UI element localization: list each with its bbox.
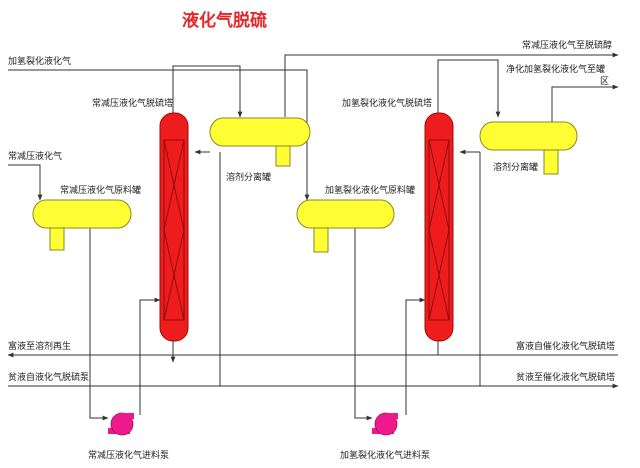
pipe-tower2-overhead xyxy=(437,59,501,118)
pipe-hc-lpg-inlet xyxy=(8,69,310,201)
label-sep2: 溶剂分离罐 xyxy=(493,161,538,173)
pipe-av-lpg-inlet xyxy=(8,164,43,201)
label-feed1: 常减压液化气原料罐 xyxy=(60,184,141,196)
pipe-feed1-to-pump1 xyxy=(89,228,109,421)
label-rich-to-regen: 富液至溶剂再生 xyxy=(8,340,71,352)
label-purified-out-2: 区 xyxy=(600,76,609,87)
label-rich-from-fcc: 富液自催化液化气脱硫塔 xyxy=(516,340,615,352)
pipe-sep2-overhead xyxy=(551,84,619,122)
label-av-lpg-inlet: 常减压液化气 xyxy=(8,150,62,162)
label-av-to-sweetening: 常减压液化气至脱硫醇 xyxy=(522,39,612,51)
feed-vessel-2 xyxy=(296,199,395,253)
label-pump2: 加氢裂化液化气进料泵 xyxy=(340,449,430,461)
label-pump1: 常减压液化气进料泵 xyxy=(88,449,169,461)
pipe-tower1-overhead xyxy=(172,65,243,118)
label-lean-to-fcc: 贫液至催化液化气脱硫塔 xyxy=(516,371,615,383)
desulfurization-tower-1 xyxy=(159,112,189,342)
solvent-separator-2 xyxy=(479,121,578,175)
feed-pump-2 xyxy=(372,412,398,436)
diagram-title: 液化气脱硫 xyxy=(182,10,267,31)
pipe-pump2-to-tower2 xyxy=(405,297,426,415)
label-tower2: 加氢裂化液化气脱硫塔 xyxy=(342,97,432,109)
solvent-separator-1 xyxy=(209,117,311,167)
feed-vessel-1 xyxy=(32,199,132,251)
pipe-pump1-to-tower1 xyxy=(139,297,161,415)
feed-pump-1 xyxy=(108,412,134,436)
label-purified-out-1: 净化加氢裂化液化气至罐 xyxy=(506,63,605,75)
label-lean-from-pump: 贫液自液化气脱硫泵 xyxy=(8,371,89,383)
label-feed2: 加氢裂化液化气原料罐 xyxy=(325,184,415,196)
label-tower1: 常减压液化气脱硫塔 xyxy=(92,97,173,109)
label-hc-lpg-inlet: 加氢裂化液化气 xyxy=(8,55,71,67)
pipe-feed2-to-pump2 xyxy=(354,228,373,421)
pipe-sep1-overhead xyxy=(284,52,619,117)
desulfurization-tower-2 xyxy=(424,112,454,342)
label-sep1: 溶剂分离罐 xyxy=(226,171,271,183)
